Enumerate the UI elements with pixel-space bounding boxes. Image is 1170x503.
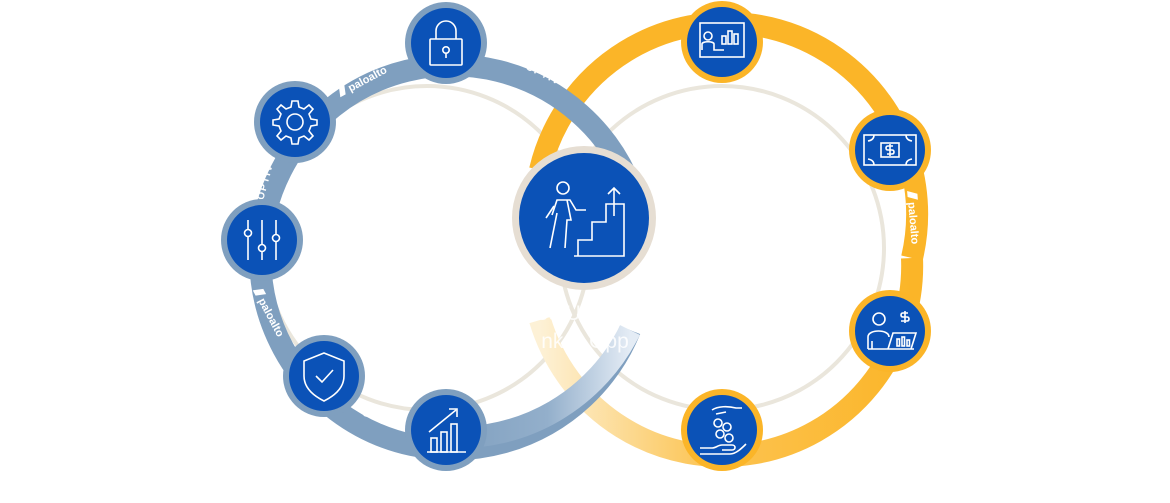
growth-chart-icon <box>427 408 466 453</box>
node-analyst <box>849 290 931 372</box>
brand-label-paloalto-right-side: paloalto <box>905 191 921 245</box>
sliders-icon <box>243 220 281 260</box>
node-sliders <box>221 199 303 281</box>
shield-check-icon <box>303 352 345 402</box>
presentation-board-icon <box>699 22 745 58</box>
gear-icon <box>272 100 318 145</box>
node-shield <box>283 335 365 417</box>
node-growth <box>405 389 487 471</box>
node-lock <box>405 2 487 84</box>
node-presentation <box>681 1 763 83</box>
lock-icon <box>429 20 463 66</box>
svg-text:paloalto: paloalto <box>905 202 921 245</box>
analyst-laptop-icon <box>867 311 918 350</box>
node-center <box>512 146 656 290</box>
center-text-line2: nk & Opp <box>541 330 629 353</box>
cash-bill-icon <box>863 134 917 166</box>
node-cash <box>849 109 931 191</box>
node-gear <box>254 81 336 163</box>
center-text-line1: Sed Ut Persp <box>523 302 648 325</box>
node-hand-coins <box>681 389 763 471</box>
stairs-climb-icon <box>545 181 625 257</box>
hand-coins-icon <box>700 405 747 455</box>
